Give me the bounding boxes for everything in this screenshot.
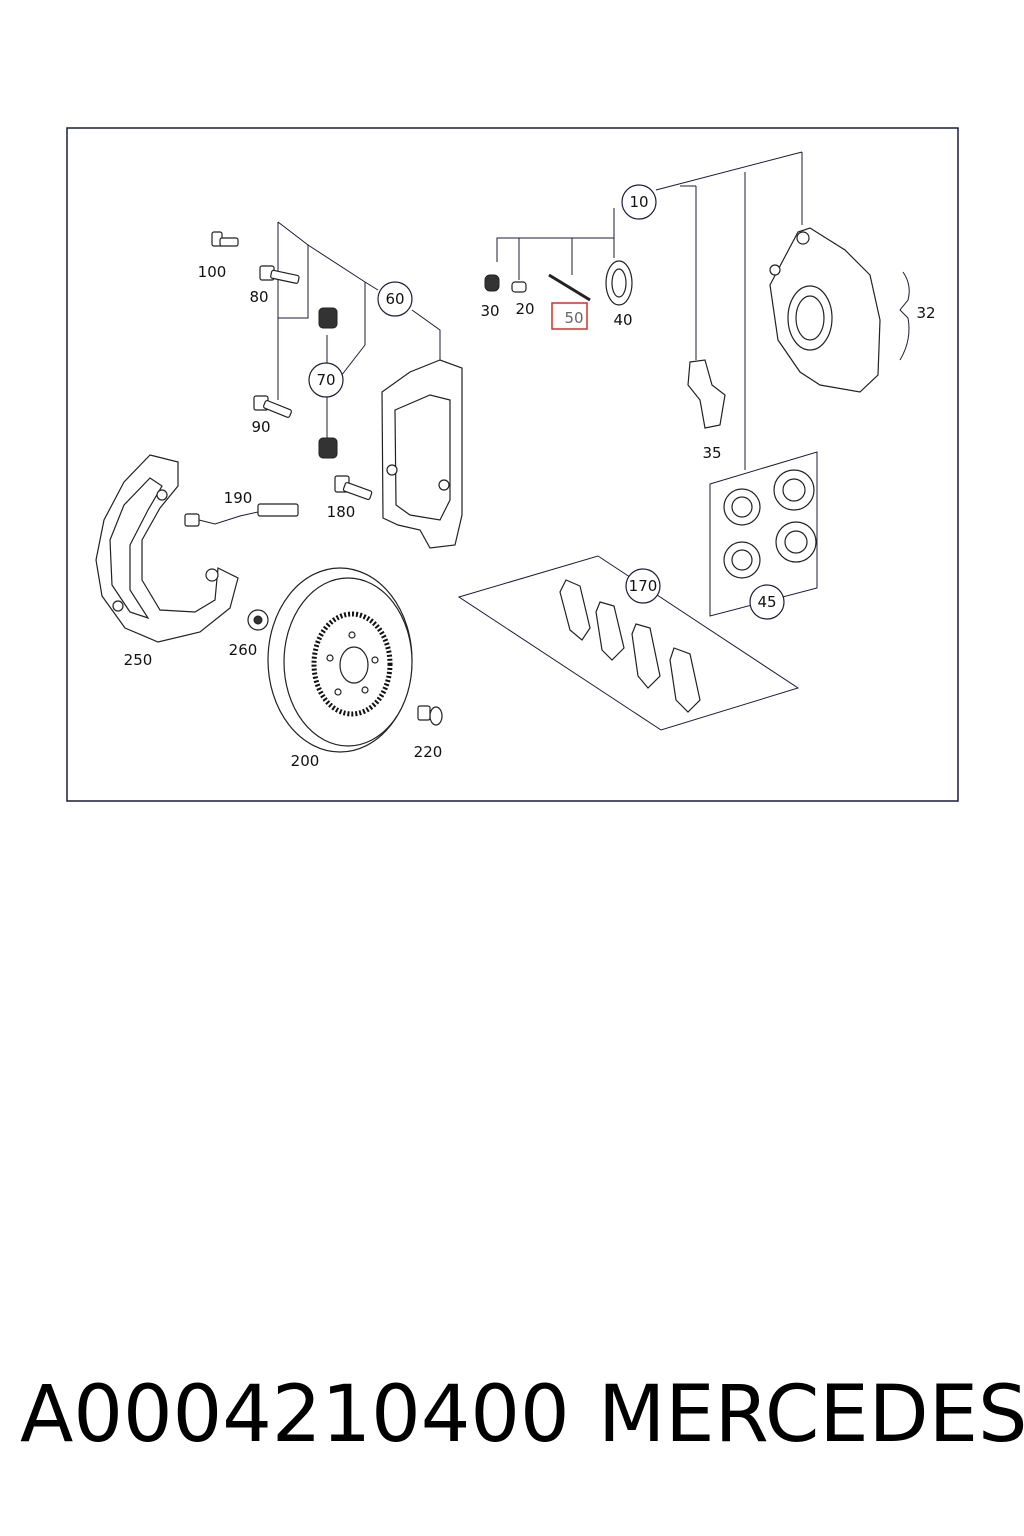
callout-60[interactable]: 60: [385, 290, 404, 308]
callout-260[interactable]: 260: [229, 641, 258, 659]
bolt-100-icon: [211, 231, 239, 247]
callout-50[interactable]: 50: [564, 309, 583, 327]
callout-labels: 10 60 70 170 45 100 80 90 190 180 30 20 …: [124, 184, 936, 770]
callout-40[interactable]: 40: [613, 311, 632, 329]
callout-32[interactable]: 32: [916, 304, 935, 322]
callout-10[interactable]: 10: [629, 193, 648, 211]
brake-disc-200-icon: [267, 567, 413, 753]
callout-220[interactable]: 220: [414, 743, 443, 761]
callout-50-highlight-box: [551, 302, 588, 330]
caliper-housing-32-icon: [769, 227, 881, 393]
bolt-90-icon: [253, 395, 292, 418]
nut-70-upper-icon: [318, 307, 338, 329]
caption: A0004210400 MERCEDES: [20, 1370, 1024, 1480]
screw-220-icon: [417, 705, 443, 726]
brand-name: MERCEDES: [598, 1370, 1024, 1460]
bolt-180-icon: [334, 475, 373, 501]
callout-20[interactable]: 20: [515, 300, 534, 318]
spring-clip-35-icon: [687, 359, 726, 429]
splash-shield-250-icon: [95, 454, 239, 643]
callout-35[interactable]: 35: [702, 444, 721, 462]
cap-20-icon: [511, 281, 527, 293]
brake-pads-170-icon: [559, 579, 701, 713]
diagram-frame: [66, 127, 959, 802]
guide-pin-50-icon: [548, 273, 591, 302]
seal-40-icon: [605, 260, 633, 306]
callout-30[interactable]: 30: [480, 302, 499, 320]
callout-250[interactable]: 250: [124, 651, 153, 669]
wear-sensor-190-icon: [184, 503, 299, 527]
nut-70-lower-icon: [318, 437, 338, 459]
callout-45[interactable]: 45: [757, 593, 776, 611]
callout-90[interactable]: 90: [251, 418, 270, 436]
bolt-80-icon: [259, 265, 300, 284]
seal-kit-45-icon: [723, 469, 817, 579]
callout-170[interactable]: 170: [629, 577, 658, 595]
leader-lines: [277, 151, 910, 731]
callout-190[interactable]: 190: [224, 489, 253, 507]
bolt-260-icon: [247, 609, 269, 631]
callout-200[interactable]: 200: [291, 752, 320, 770]
callout-180[interactable]: 180: [327, 503, 356, 521]
boot-30-icon: [484, 274, 500, 292]
caliper-carrier-60-icon: [381, 359, 463, 549]
callout-80[interactable]: 80: [249, 288, 268, 306]
part-number: A0004210400: [20, 1370, 570, 1460]
callout-100[interactable]: 100: [198, 263, 227, 281]
callout-70[interactable]: 70: [316, 371, 335, 389]
